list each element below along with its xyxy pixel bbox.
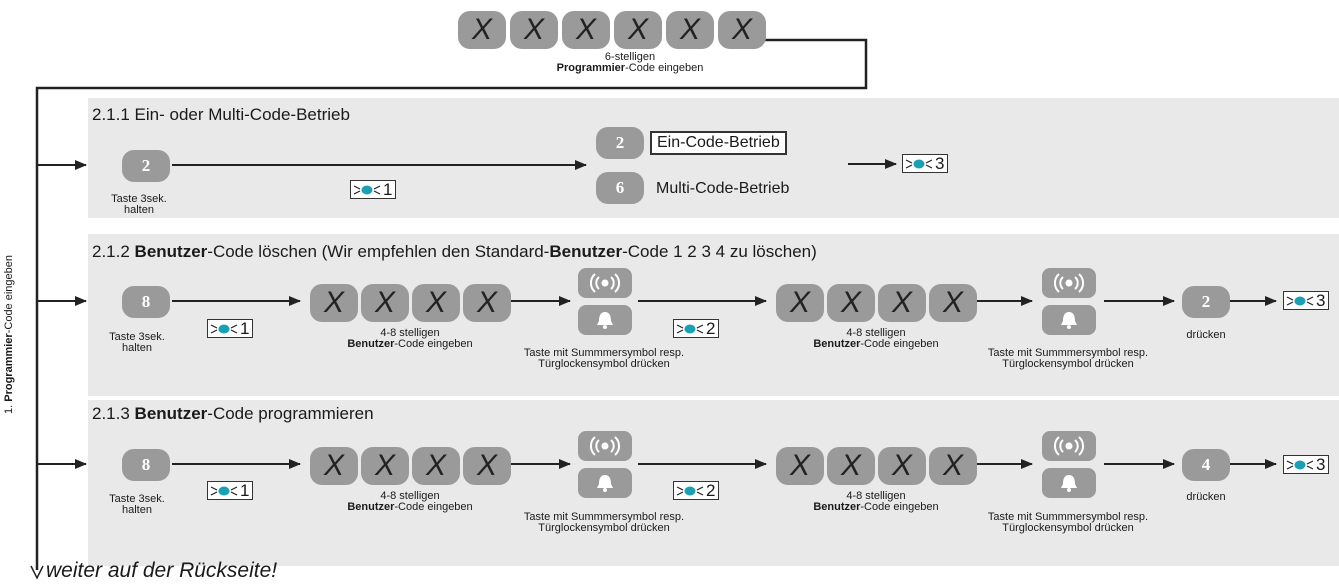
led-blink-icon xyxy=(210,485,238,496)
section2-buzzer-key[interactable] xyxy=(578,268,632,298)
section2-buzzer-key-2[interactable] xyxy=(1042,268,1096,298)
section2-code-key-2[interactable]: X xyxy=(361,284,409,322)
section3-led-end: 3 xyxy=(1283,455,1330,474)
section2-repeat-key-4[interactable]: X xyxy=(929,284,977,322)
header-key-4[interactable]: X xyxy=(614,11,662,49)
header-key-5[interactable]: X xyxy=(666,11,714,49)
section3-repeat-caption: 4-8 stelligen Benutzer-Code eingeben xyxy=(813,490,939,513)
header-key-1[interactable]: X xyxy=(458,11,506,49)
header-key-6[interactable]: X xyxy=(718,11,766,49)
buzzer-icon xyxy=(1053,273,1085,293)
section2-doorbell-key[interactable] xyxy=(578,305,632,335)
section2-code-key-1[interactable]: X xyxy=(310,284,358,322)
section3-code-key-4[interactable]: X xyxy=(463,447,511,485)
section1-option-a-label: Ein-Code-Betrieb xyxy=(650,131,787,155)
section2-title: 2.1.2 Benutzer-Code löschen (Wir empfehl… xyxy=(92,242,817,261)
section3-buzzer-key-2[interactable] xyxy=(1042,431,1096,461)
section3-title: 2.1.3 Benutzer-Code programmieren xyxy=(92,404,374,423)
section3-code-key-1[interactable]: X xyxy=(310,447,358,485)
led-blink-icon xyxy=(1286,295,1314,306)
section1-title: 2.1.1 Ein- oder Multi-Code-Betrieb xyxy=(92,105,350,124)
section1-start-caption: Taste 3sek. halten xyxy=(111,193,167,216)
section3-repeat-key-3[interactable]: X xyxy=(878,447,926,485)
section1-led-end: 3 xyxy=(902,154,949,173)
buzzer-icon xyxy=(589,273,621,293)
led-blink-icon xyxy=(1286,459,1314,470)
header-key-3[interactable]: X xyxy=(562,11,610,49)
section3-buzzer-key[interactable] xyxy=(578,431,632,461)
section3-start-key[interactable]: 8 xyxy=(122,449,170,481)
section3-repeat-key-1[interactable]: X xyxy=(776,447,824,485)
section2-doorbell-key-2[interactable] xyxy=(1042,305,1096,335)
led-blink-icon xyxy=(676,485,704,496)
doorbell-icon xyxy=(597,312,613,329)
doorbell-icon xyxy=(597,475,613,492)
led-blink-icon xyxy=(353,184,381,195)
header-caption: 6-stelligen Programmier-Code eingeben xyxy=(556,51,704,74)
led-blink-icon xyxy=(676,323,704,334)
section3-doorbell-key-2[interactable] xyxy=(1042,468,1096,498)
section3-final-caption: drücken xyxy=(1186,491,1226,503)
led-blink-icon xyxy=(905,158,933,169)
section3-repeat-key-4[interactable]: X xyxy=(929,447,977,485)
section-panel-1 xyxy=(88,98,1339,218)
section1-start-key[interactable]: 2 xyxy=(122,150,170,182)
footer-continue-note: weiter auf der Rückseite! xyxy=(46,559,278,582)
section3-code-caption: 4-8 stelligen Benutzer-Code eingeben xyxy=(347,490,473,513)
section2-code-key-4[interactable]: X xyxy=(463,284,511,322)
section3-led-1: 1 xyxy=(207,481,254,500)
section2-repeat-key-1[interactable]: X xyxy=(776,284,824,322)
section3-repeat-key-2[interactable]: X xyxy=(827,447,875,485)
section3-code-key-2[interactable]: X xyxy=(361,447,409,485)
section2-code-caption: 4-8 stelligen Benutzer-Code eingeben xyxy=(347,327,473,350)
section2-repeat-key-2[interactable]: X xyxy=(827,284,875,322)
doorbell-icon xyxy=(1061,475,1077,492)
led-blink-icon xyxy=(210,323,238,334)
section3-final-key[interactable]: 4 xyxy=(1182,449,1230,481)
section-panel-2 xyxy=(88,234,1339,396)
buzzer-icon xyxy=(1053,436,1085,456)
doorbell-icon xyxy=(1061,312,1077,329)
header-key-2[interactable]: X xyxy=(510,11,558,49)
section2-led-end: 3 xyxy=(1283,291,1330,310)
section3-buzzer-caption: Taste mit Summmersymbol resp. Türglocken… xyxy=(523,511,685,534)
section1-option-b-label: Multi-Code-Betrieb xyxy=(656,180,790,197)
section2-buzzer-caption-2: Taste mit Summmersymbol resp. Türglocken… xyxy=(987,347,1149,370)
section1-led-1: 1 xyxy=(350,180,397,199)
section1-option-a-key[interactable]: 2 xyxy=(596,127,644,159)
section2-led-2: 2 xyxy=(673,319,720,338)
section2-buzzer-caption: Taste mit Summmersymbol resp. Türglocken… xyxy=(523,347,685,370)
section2-repeat-key-3[interactable]: X xyxy=(878,284,926,322)
section2-code-key-3[interactable]: X xyxy=(412,284,460,322)
section1-option-b-key[interactable]: 6 xyxy=(596,172,644,204)
section3-code-key-3[interactable]: X xyxy=(412,447,460,485)
section2-repeat-caption: 4-8 stelligen Benutzer-Code eingeben xyxy=(813,327,939,350)
side-label: 1. Programmier-Code eingeben xyxy=(3,254,15,414)
section2-final-key[interactable]: 2 xyxy=(1182,286,1230,318)
section3-start-caption: Taste 3sek. halten xyxy=(109,493,165,516)
section2-final-caption: drücken xyxy=(1186,329,1226,341)
section3-doorbell-key[interactable] xyxy=(578,468,632,498)
buzzer-icon xyxy=(589,436,621,456)
section3-buzzer-caption-2: Taste mit Summmersymbol resp. Türglocken… xyxy=(987,511,1149,534)
section2-start-caption: Taste 3sek. halten xyxy=(109,331,165,354)
section3-led-2: 2 xyxy=(673,481,720,500)
section2-led-1: 1 xyxy=(207,319,254,338)
section2-start-key[interactable]: 8 xyxy=(122,286,170,318)
